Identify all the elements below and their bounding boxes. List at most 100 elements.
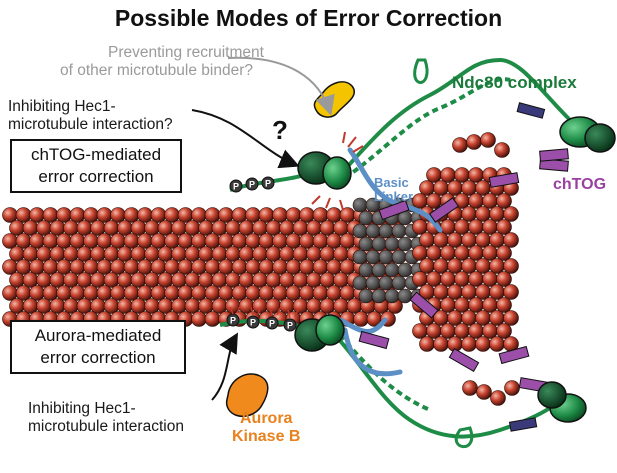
tubulin-subunit (150, 233, 167, 249)
tubulin-subunit (225, 272, 241, 288)
tubulin-subunit (36, 220, 52, 236)
tubulin-subunit (279, 246, 295, 262)
tubulin-subunit (29, 207, 45, 223)
phosphate-label: P (233, 182, 239, 192)
tubulin-subunit (252, 246, 268, 262)
label-preventing-line2: of other microtubule binder? (60, 62, 254, 79)
splayed-tubulin-subunit (468, 193, 484, 209)
splayed-tubulin-subunit (440, 219, 456, 235)
tubulin-subunit (9, 272, 25, 288)
tubulin-subunit (184, 220, 201, 236)
tubulin-subunit (306, 246, 322, 262)
tubulin-subunit (292, 272, 309, 288)
tubulin-subunit (150, 207, 167, 223)
splayed-tubulin-subunit (461, 180, 477, 196)
aurora-box-line1: Aurora-mediated (34, 326, 162, 345)
splayed-tubulin-subunit (419, 336, 435, 352)
tubulin-subunit (238, 220, 255, 236)
tubulin-subunit (90, 220, 106, 236)
tubulin-subunit (63, 298, 79, 314)
chtog-tog-domain (448, 347, 480, 373)
tubulin-subunit (15, 285, 32, 301)
tubulin-subunit (258, 285, 275, 301)
tubulin-subunit (137, 259, 153, 275)
tubulin-subunit (42, 233, 59, 249)
tubulin-subunit (150, 285, 167, 301)
chtog-tog-domain (409, 291, 439, 319)
splayed-tubulin-subunit (461, 258, 477, 274)
label-inhibit-top-line1: Inhibiting Hec1- (8, 98, 116, 115)
splayed-tubulin-subunit (496, 271, 512, 287)
label-inhibit-top-line2: microtubule interaction? (8, 116, 173, 133)
ndc80-distal-top (559, 116, 616, 153)
phosphate-label: P (249, 180, 255, 190)
tubulin-subunit (15, 207, 32, 223)
tubulin-subunit (36, 246, 52, 262)
tubulin-subunit (36, 272, 52, 288)
tubulin-subunit (83, 285, 99, 301)
tubulin-subunit (231, 233, 248, 249)
tubulin-subunit (164, 259, 180, 275)
tubulin-subunit (204, 207, 221, 223)
curled-tubulin-subunit (504, 380, 520, 396)
phosphate-label: P (287, 321, 293, 331)
lumen-subunit (352, 197, 368, 213)
tubulin-subunit (285, 285, 302, 301)
tubulin-subunit (198, 298, 214, 314)
curled-tubulin-subunit (462, 380, 478, 396)
tubulin-subunit (191, 207, 207, 223)
tubulin-subunit (252, 220, 268, 236)
splayed-tubulin-subunit (496, 245, 512, 261)
splayed-tubulin-subunit (475, 336, 491, 352)
tubulin-subunit (204, 259, 221, 275)
tubulin-subunit (63, 272, 79, 288)
splayed-tubulin-subunit (419, 180, 435, 196)
tubulin-subunit (211, 272, 228, 288)
curled-tubulin-subunit (480, 132, 496, 148)
tubulin-subunit (252, 272, 268, 288)
tubulin-subunit (123, 285, 140, 301)
phosphate-circle (283, 318, 297, 332)
splayed-tubulin-subunit (496, 193, 512, 209)
tubulin-subunit (49, 298, 66, 314)
tubulin-subunit (218, 207, 234, 223)
tubulin-subunit (191, 311, 207, 327)
tubulin-subunit (110, 207, 126, 223)
aurora-box-line2: error correction (40, 348, 156, 367)
figure-title: Possible Modes of Error Correction (114, 5, 503, 31)
tubulin-subunit (306, 220, 322, 236)
splayed-tubulin-subunit (433, 180, 449, 196)
chtog-box-line1: chTOG-mediated (30, 145, 162, 164)
splayed-tubulin-subunit (475, 206, 491, 222)
lumen-subunit (397, 288, 413, 304)
phosphate-circle (229, 179, 243, 193)
tubulin-subunit (346, 298, 363, 314)
lumen-subunit (371, 262, 387, 278)
tubulin-subunit (191, 233, 207, 249)
ndc80-loops (413, 58, 474, 449)
lumen-subunit (384, 288, 400, 304)
splayed-tubulin-subunit (475, 310, 491, 326)
splayed-tubulin-subunit (482, 271, 498, 287)
splayed-tubulin-subunit (496, 297, 512, 313)
splayed-tubulin-subunit (412, 245, 428, 261)
label-chtog: chTOG (553, 176, 607, 193)
splayed-tubulin-subunit (468, 323, 484, 339)
splayed-tubulin-subunit (426, 167, 442, 183)
splayed-tubulin-subunit (433, 284, 449, 300)
aurora-mode-box: Aurora-mediated error correction (10, 320, 186, 374)
tubulin-subunit (292, 246, 309, 262)
ndc80-distal-bottom (537, 381, 587, 423)
tubulin-subunit (299, 259, 315, 275)
splayed-tubulin-subunit (482, 323, 498, 339)
phosphate-label: P (230, 316, 236, 326)
tubulin-subunit (245, 233, 261, 249)
tubulin-subunit (83, 233, 99, 249)
splayed-tubulin-subunit (468, 271, 484, 287)
other-microtubule-binder (313, 81, 355, 118)
aurora-kinase-b-shape (225, 373, 269, 417)
tubulin-subunit (211, 246, 228, 262)
splayed-tubulin-subunit (489, 258, 505, 274)
tubulin-subunit (157, 272, 174, 288)
